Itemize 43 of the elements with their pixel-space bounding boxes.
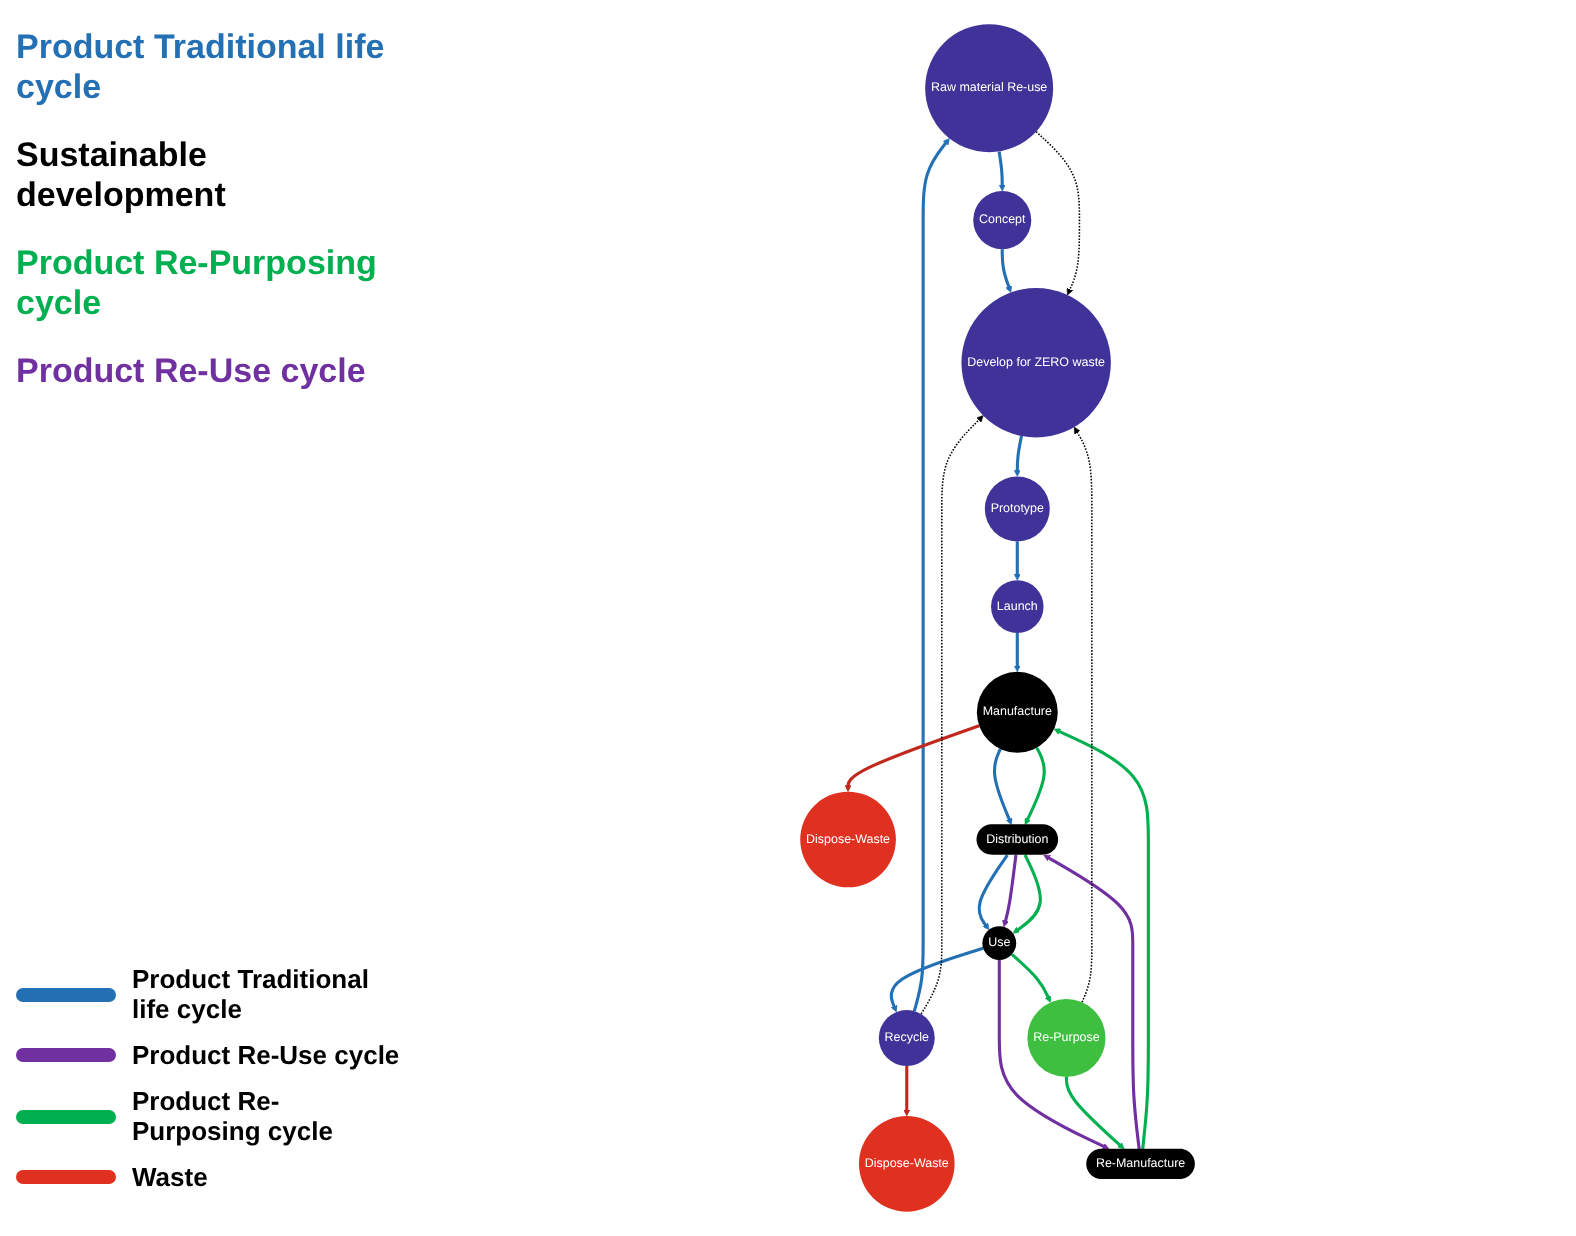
node-box <box>977 824 1059 855</box>
node-circle <box>973 191 1032 250</box>
arrow <box>998 151 1007 192</box>
cycle-title: Sustainable development <box>16 136 228 216</box>
node-circle <box>982 926 1017 961</box>
arrow <box>1014 632 1022 673</box>
arrow <box>1065 1077 1125 1150</box>
node-box <box>1086 1148 1196 1180</box>
node-circle <box>879 1010 936 1067</box>
node-circle <box>985 476 1051 542</box>
node-circle <box>991 580 1045 633</box>
node-circle <box>859 1116 956 1212</box>
arrow <box>1013 854 1043 934</box>
arrow <box>920 415 985 1015</box>
legend-text: Product Re-Use cycle <box>132 1040 400 1070</box>
node-circle <box>977 671 1059 753</box>
arrow <box>1014 435 1024 477</box>
arrow <box>1035 130 1081 296</box>
node-circle <box>800 791 897 888</box>
arrow <box>1074 426 1094 1003</box>
arrow <box>978 854 1010 930</box>
legend-text: Product Re-Purposing cycle <box>132 1086 335 1146</box>
arrow <box>1002 854 1018 928</box>
node-circle <box>925 24 1054 153</box>
arrow <box>1001 249 1013 293</box>
arrow <box>845 724 981 792</box>
arrow <box>998 960 1110 1150</box>
legend-text: Product Traditional life cycle <box>132 964 371 1024</box>
arrow <box>903 1066 911 1117</box>
cycle-title: Product Re-Purposing cycle <box>16 244 379 324</box>
arrow <box>913 138 951 1012</box>
arrow <box>1043 854 1142 1150</box>
legend-text: Waste <box>132 1162 208 1192</box>
node-circle <box>1027 999 1106 1078</box>
cycle-title: Product Traditional life cycle <box>16 28 387 108</box>
arrow <box>1014 541 1022 581</box>
cycle-title: Product Re-Use cycle <box>16 352 368 392</box>
arrow <box>993 748 1013 825</box>
arrow <box>1054 728 1151 1150</box>
arrow <box>890 946 985 1013</box>
arrow <box>1025 747 1047 825</box>
arrow <box>1011 953 1052 1003</box>
node-circle <box>961 288 1112 438</box>
